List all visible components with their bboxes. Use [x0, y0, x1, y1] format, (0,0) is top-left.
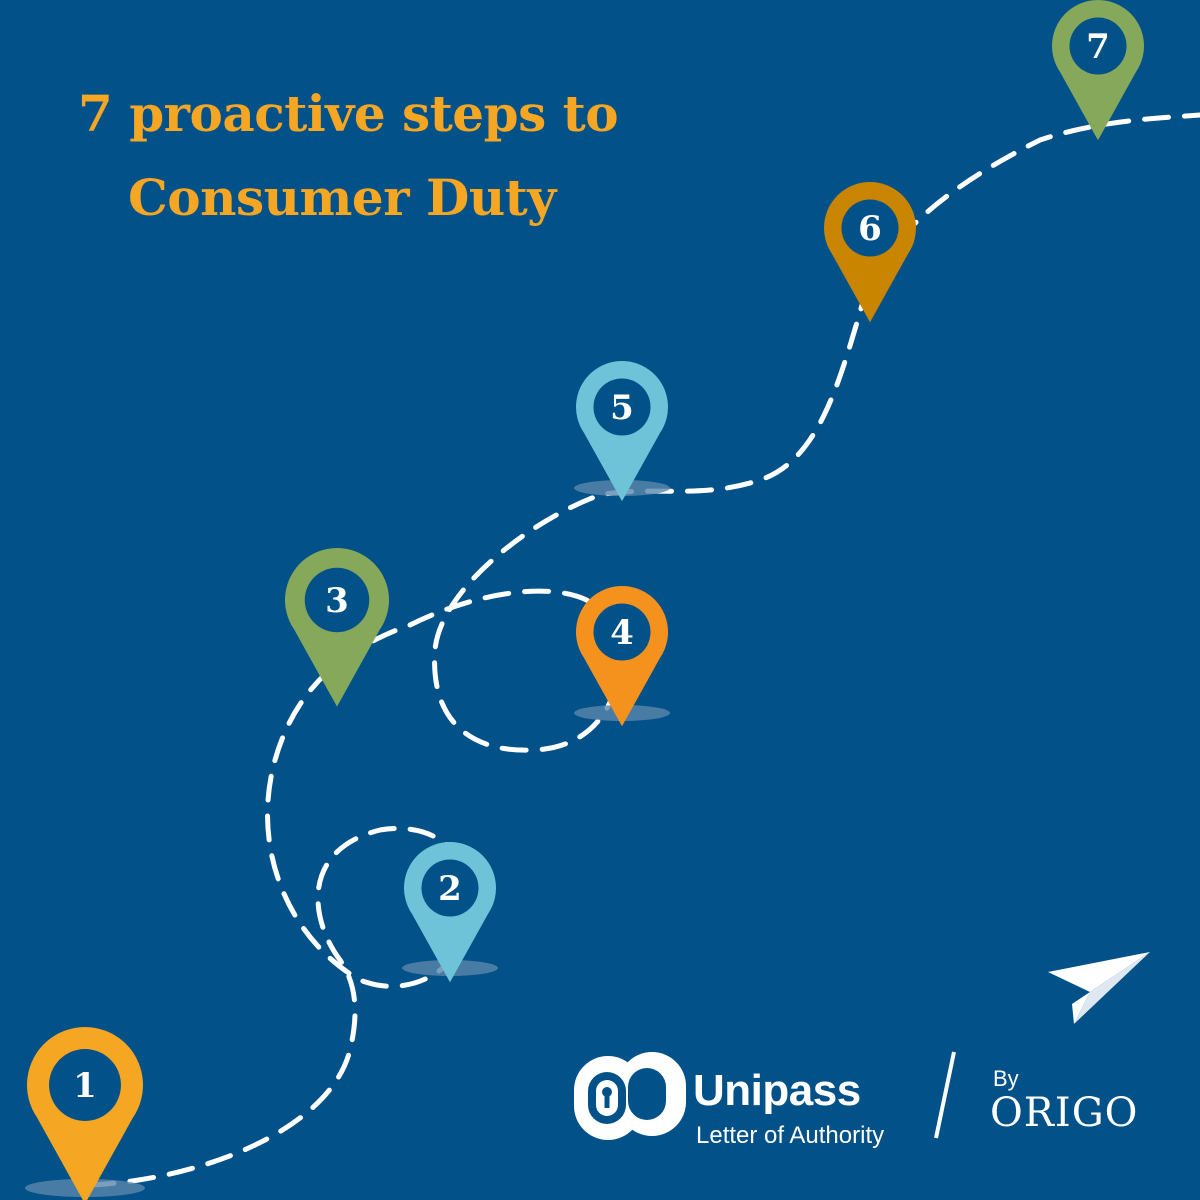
- partner-logo: ORIGO: [990, 1090, 1139, 1136]
- page-title: 7 proactive steps to Consumer Duty: [78, 72, 619, 240]
- step-number-7: 7: [1086, 27, 1110, 67]
- step-number-1: 1: [73, 1066, 97, 1106]
- step-number-3: 3: [325, 581, 349, 621]
- map-pin-2: 2: [404, 841, 496, 983]
- pin-inner-circle: [421, 859, 479, 917]
- pin-inner-circle: [1069, 17, 1127, 75]
- unipass-logo-icon: [574, 1052, 686, 1140]
- step-number-6: 6: [858, 209, 882, 249]
- map-pin-7: 7: [1052, 0, 1144, 141]
- map-pin-5: 5: [576, 361, 669, 502]
- brand-divider: [934, 1051, 956, 1139]
- pin-inner-circle: [593, 378, 651, 436]
- brand-tagline: Letter of Authority: [696, 1122, 885, 1149]
- title-line-1: 7 proactive steps to: [78, 84, 619, 143]
- pin-inner-circle: [841, 199, 899, 257]
- by-label: By: [993, 1066, 1019, 1091]
- paper-plane-icon: [1048, 952, 1150, 1024]
- pin-inner-circle: [593, 603, 651, 661]
- pin-inner-circle: [49, 1049, 121, 1121]
- step-number-5: 5: [610, 388, 634, 428]
- pin-inner-circle: [304, 567, 370, 633]
- step-number-4: 4: [610, 613, 634, 653]
- map-pin-4: 4: [576, 586, 669, 727]
- map-pin-3: 3: [284, 548, 389, 707]
- step-number-2: 2: [438, 869, 462, 909]
- map-pin-6: 6: [824, 182, 916, 323]
- map-pin-1: 1: [27, 1027, 143, 1200]
- journey-dashed-path: [87, 112, 1200, 1188]
- title-line-2: Consumer Duty: [128, 168, 556, 227]
- brand-name: Unipass: [693, 1066, 861, 1115]
